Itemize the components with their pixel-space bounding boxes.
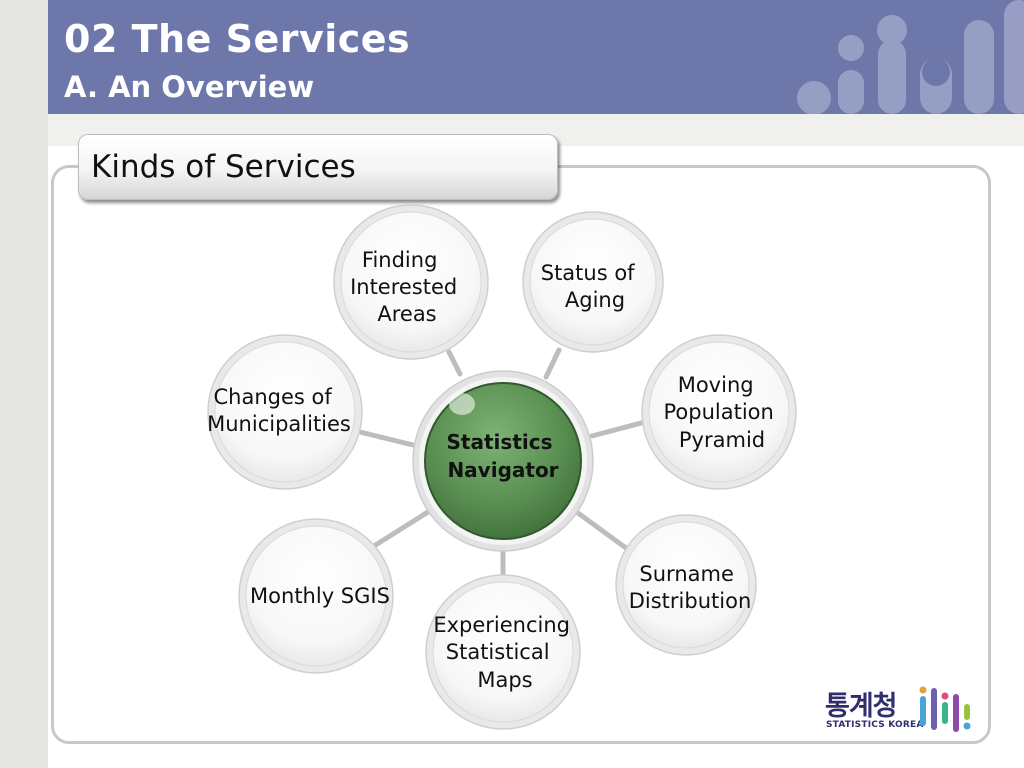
node-label-line: Experiencing: [433, 613, 570, 637]
section-title: Kinds of Services: [91, 149, 356, 185]
node-experiencing-statistical-maps: Experiencing Statistical Maps: [425, 574, 581, 730]
center-node-label-line: Navigator: [447, 458, 558, 482]
node-label: Finding Interested Areas: [350, 248, 464, 326]
node-monthly-sgis: Monthly SGIS: [238, 518, 394, 674]
node-label-line: Statistical: [446, 640, 550, 664]
logo-korean-text: 통계청: [825, 691, 898, 722]
connector-status-of-aging: [543, 347, 562, 380]
node-label: Changes of Municipalities: [207, 385, 351, 436]
node-label-line: Distribution: [629, 589, 752, 613]
connector-moving-population-pyramid: [589, 419, 648, 439]
connector-surname-distribution: [575, 510, 629, 551]
center-node-statistics-navigator: Statistics Navigator: [412, 370, 594, 552]
header-bars-decoration: [797, 0, 1024, 114]
node-label: Moving Population Pyramid: [663, 373, 780, 452]
node-finding-interested-areas: Finding Interested Areas: [333, 204, 489, 360]
node-label-line: Municipalities: [207, 412, 351, 436]
node-label-line: Population: [663, 400, 773, 424]
section-title-tab: Kinds of Services: [78, 134, 558, 200]
node-moving-population-pyramid: Moving Population Pyramid: [641, 334, 797, 490]
node-status-of-aging: Status of Aging: [522, 211, 664, 353]
node-label-line: Pyramid: [679, 428, 765, 452]
node-label-line: Moving: [678, 373, 754, 397]
node-label: Monthly SGIS: [250, 584, 390, 608]
node-label-line: Changes of: [214, 385, 333, 409]
node-label: Experiencing Statistical Maps: [433, 613, 576, 692]
connectors: [357, 347, 648, 579]
node-surname-distribution: Surname Distribution: [615, 514, 757, 656]
statistics-korea-logo: 통계청 STATISTICS KOREA: [820, 682, 980, 734]
node-label-line: Areas: [377, 302, 436, 326]
node-label-line: Maps: [477, 668, 532, 692]
page-subtitle: A. An Overview: [64, 70, 315, 104]
left-strip: [0, 0, 48, 768]
logo-english-text: STATISTICS KOREA: [826, 720, 924, 730]
node-label-line: Status of: [541, 261, 635, 285]
node-label-line: Surname: [639, 562, 733, 586]
connector-finding-interested-areas: [446, 349, 463, 377]
node-label-line: Interested: [350, 275, 457, 299]
node-label-line: Finding: [362, 248, 438, 272]
center-node-label-line: Statistics: [447, 430, 553, 454]
node-label-line: Aging: [565, 288, 625, 312]
node-label-line: Monthly SGIS: [250, 584, 390, 608]
node-changes-of-municipalities: Changes of Municipalities: [207, 334, 363, 490]
center-node-label: Statistics Navigator: [447, 430, 560, 482]
connector-monthly-sgis: [371, 509, 431, 549]
node-label: Surname Distribution: [629, 562, 752, 613]
logo-bars-icon: [919, 686, 971, 732]
header-banner: 02 The Services A. An Overview: [48, 0, 1024, 114]
connector-changes-of-municipalities: [357, 429, 416, 448]
center-node-highlight: [449, 393, 475, 415]
node-label: Status of Aging: [541, 261, 642, 312]
page-title: 02 The Services: [64, 17, 411, 61]
